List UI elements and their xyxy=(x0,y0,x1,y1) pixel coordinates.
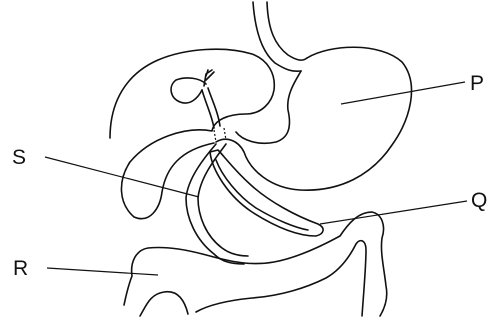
pancreas xyxy=(210,150,323,236)
oesophagus xyxy=(253,2,307,71)
leader-line-p xyxy=(341,82,465,104)
large-intestine xyxy=(124,212,387,316)
leader-line-r xyxy=(47,268,158,275)
label-s: S xyxy=(12,146,26,169)
liver xyxy=(110,49,274,218)
leader-line-q xyxy=(320,201,467,224)
label-p: P xyxy=(470,72,484,95)
label-q: Q xyxy=(471,189,487,212)
stomach xyxy=(216,47,411,190)
label-r: R xyxy=(13,257,28,280)
gall-bladder xyxy=(171,78,206,103)
